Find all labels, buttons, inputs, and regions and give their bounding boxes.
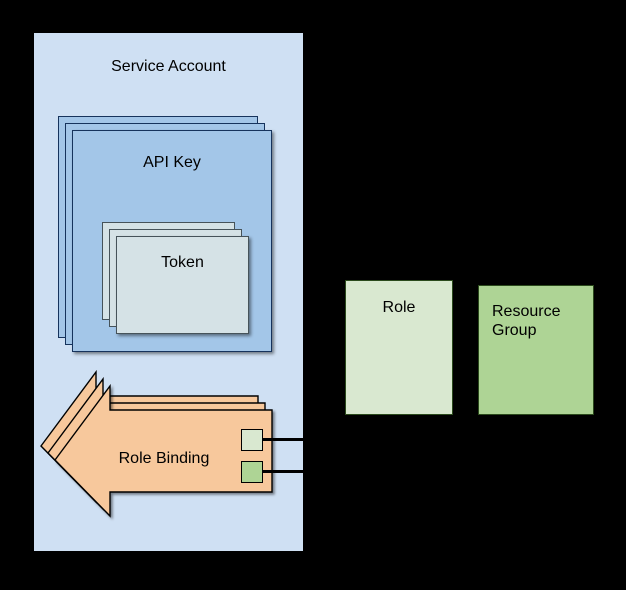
token-card-front[interactable] xyxy=(116,236,249,334)
resource-group-box[interactable] xyxy=(478,285,594,415)
token-label: Token xyxy=(161,254,204,271)
role-binding-label: Role Binding xyxy=(118,450,210,467)
service-account-label: Service Account xyxy=(111,58,226,75)
connector-port-role[interactable] xyxy=(241,429,263,451)
api-key-label: API Key xyxy=(143,154,201,171)
connector-line-resource-group xyxy=(262,470,308,473)
role-box-label: Role xyxy=(382,299,416,316)
role-box[interactable] xyxy=(345,280,453,415)
connector-port-resource-group[interactable] xyxy=(241,461,263,483)
connector-line-role xyxy=(262,438,308,441)
resource-group-box-label: Resource Group xyxy=(492,303,561,339)
